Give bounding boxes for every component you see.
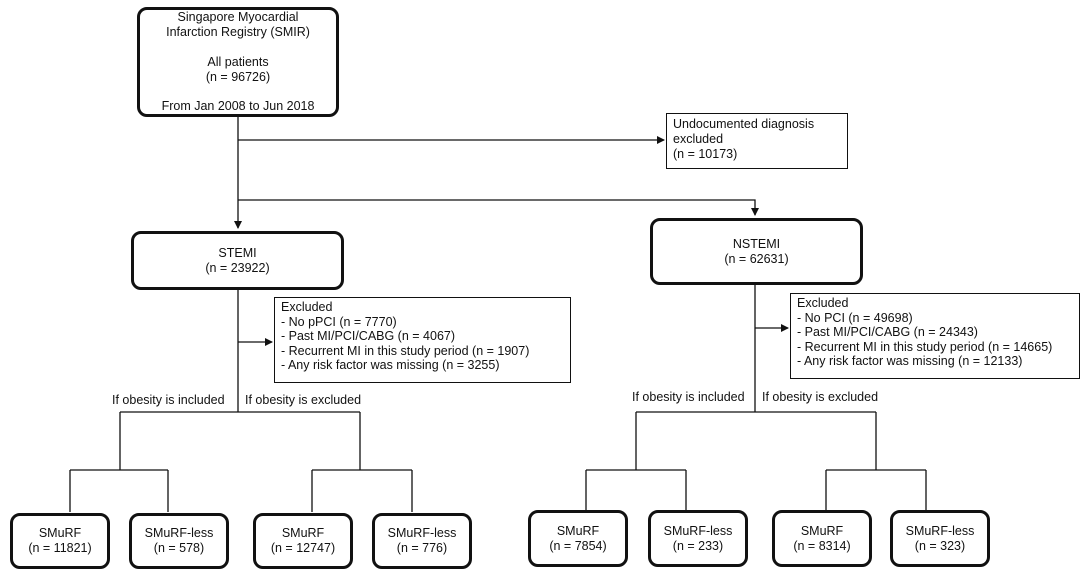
leaf-count: (n = 323) <box>914 538 966 553</box>
nstemi-leaf-smurfless-obesity-excluded: SMuRF-less (n = 323) <box>890 510 990 567</box>
stemi-leaf-smurfless-obesity-excluded: SMuRF-less (n = 776) <box>372 513 472 569</box>
nstemi-excluded-item: - Past MI/PCI/CABG (n = 24343) <box>797 325 978 340</box>
stemi-excluded-item: - No pPCI (n = 7770) <box>281 314 397 329</box>
stemi-excluded-title: Excluded <box>281 300 333 314</box>
nstemi-excluded-box: Excluded - No PCI (n = 49698) - Past MI/… <box>790 293 1080 379</box>
nstemi-leaf-smurfless-obesity-included: SMuRF-less (n = 233) <box>648 510 748 567</box>
stemi-title: STEMI <box>218 245 257 260</box>
leaf-count: (n = 8314) <box>793 538 851 553</box>
registry-period: From Jan 2008 to Jun 2018 <box>161 99 315 113</box>
stemi-excluded-item: - Recurrent MI in this study period (n =… <box>281 343 530 358</box>
nstemi-excluded-item: - Any risk factor was missing (n = 12133… <box>797 354 1023 369</box>
leaf-title: SMuRF-less <box>663 523 733 538</box>
nstemi-branch-included-label: If obesity is included <box>632 390 745 404</box>
nstemi-title: NSTEMI <box>732 236 781 251</box>
leaf-count: (n = 11821) <box>28 541 92 555</box>
leaf-title: SMuRF <box>556 523 600 538</box>
registry-box: Singapore Myocardial Infarction Registry… <box>137 7 339 117</box>
leaf-count: (n = 7854) <box>549 538 607 553</box>
leaf-count: (n = 12747) <box>270 541 336 555</box>
stemi-count: (n = 23922) <box>205 260 270 275</box>
leaf-count: (n = 578) <box>153 541 205 555</box>
stemi-excluded-box: Excluded - No pPCI (n = 7770) - Past MI/… <box>274 297 571 383</box>
registry-all-patients: All patients <box>207 54 269 69</box>
registry-count: (n = 96726) <box>205 69 271 84</box>
leaf-title: SMuRF-less <box>905 523 975 538</box>
stemi-leaf-smurfless-obesity-included: SMuRF-less (n = 578) <box>129 513 229 569</box>
nstemi-arrow <box>238 199 759 216</box>
undocumented-box: Undocumented diagnosis excluded (n = 101… <box>666 113 848 169</box>
registry-title-line1: Singapore Myocardial <box>177 10 299 24</box>
nstemi-leaf-smurf-obesity-excluded: SMuRF (n = 8314) <box>772 510 872 567</box>
nstemi-branch-excluded-label: If obesity is excluded <box>762 390 879 404</box>
leaf-title: SMuRF-less <box>144 526 214 540</box>
stemi-branch-excluded-label: If obesity is excluded <box>245 393 362 407</box>
stemi-excluded-item: - Past MI/PCI/CABG (n = 4067) <box>281 329 456 344</box>
stemi-branch-included-label: If obesity is included <box>112 393 225 407</box>
undocumented-line2: excluded <box>673 132 724 146</box>
leaf-count: (n = 776) <box>396 541 448 555</box>
leaf-title: SMuRF-less <box>387 526 457 540</box>
leaf-title: SMuRF <box>800 523 844 538</box>
undocumented-count: (n = 10173) <box>673 147 738 161</box>
stemi-leaf-smurf-obesity-included: SMuRF (n = 11821) <box>10 513 110 569</box>
nstemi-box: NSTEMI (n = 62631) <box>650 218 863 285</box>
leaf-count: (n = 233) <box>672 538 724 553</box>
leaf-title: SMuRF <box>281 526 325 540</box>
stemi-excluded-item: - Any risk factor was missing (n = 3255) <box>281 358 500 373</box>
nstemi-count: (n = 62631) <box>724 251 789 266</box>
registry-title-line2: Infarction Registry (SMIR) <box>166 25 310 39</box>
nstemi-leaf-smurf-obesity-included: SMuRF (n = 7854) <box>528 510 628 567</box>
stemi-leaf-smurf-obesity-excluded: SMuRF (n = 12747) <box>253 513 353 569</box>
nstemi-excluded-item: - No PCI (n = 49698) <box>797 310 913 325</box>
stemi-box: STEMI (n = 23922) <box>131 231 344 290</box>
nstemi-excluded-item: - Recurrent MI in this study period (n =… <box>797 339 1053 354</box>
nstemi-excluded-title: Excluded <box>797 296 849 310</box>
undocumented-line1: Undocumented diagnosis <box>673 117 815 131</box>
leaf-title: SMuRF <box>38 526 82 540</box>
